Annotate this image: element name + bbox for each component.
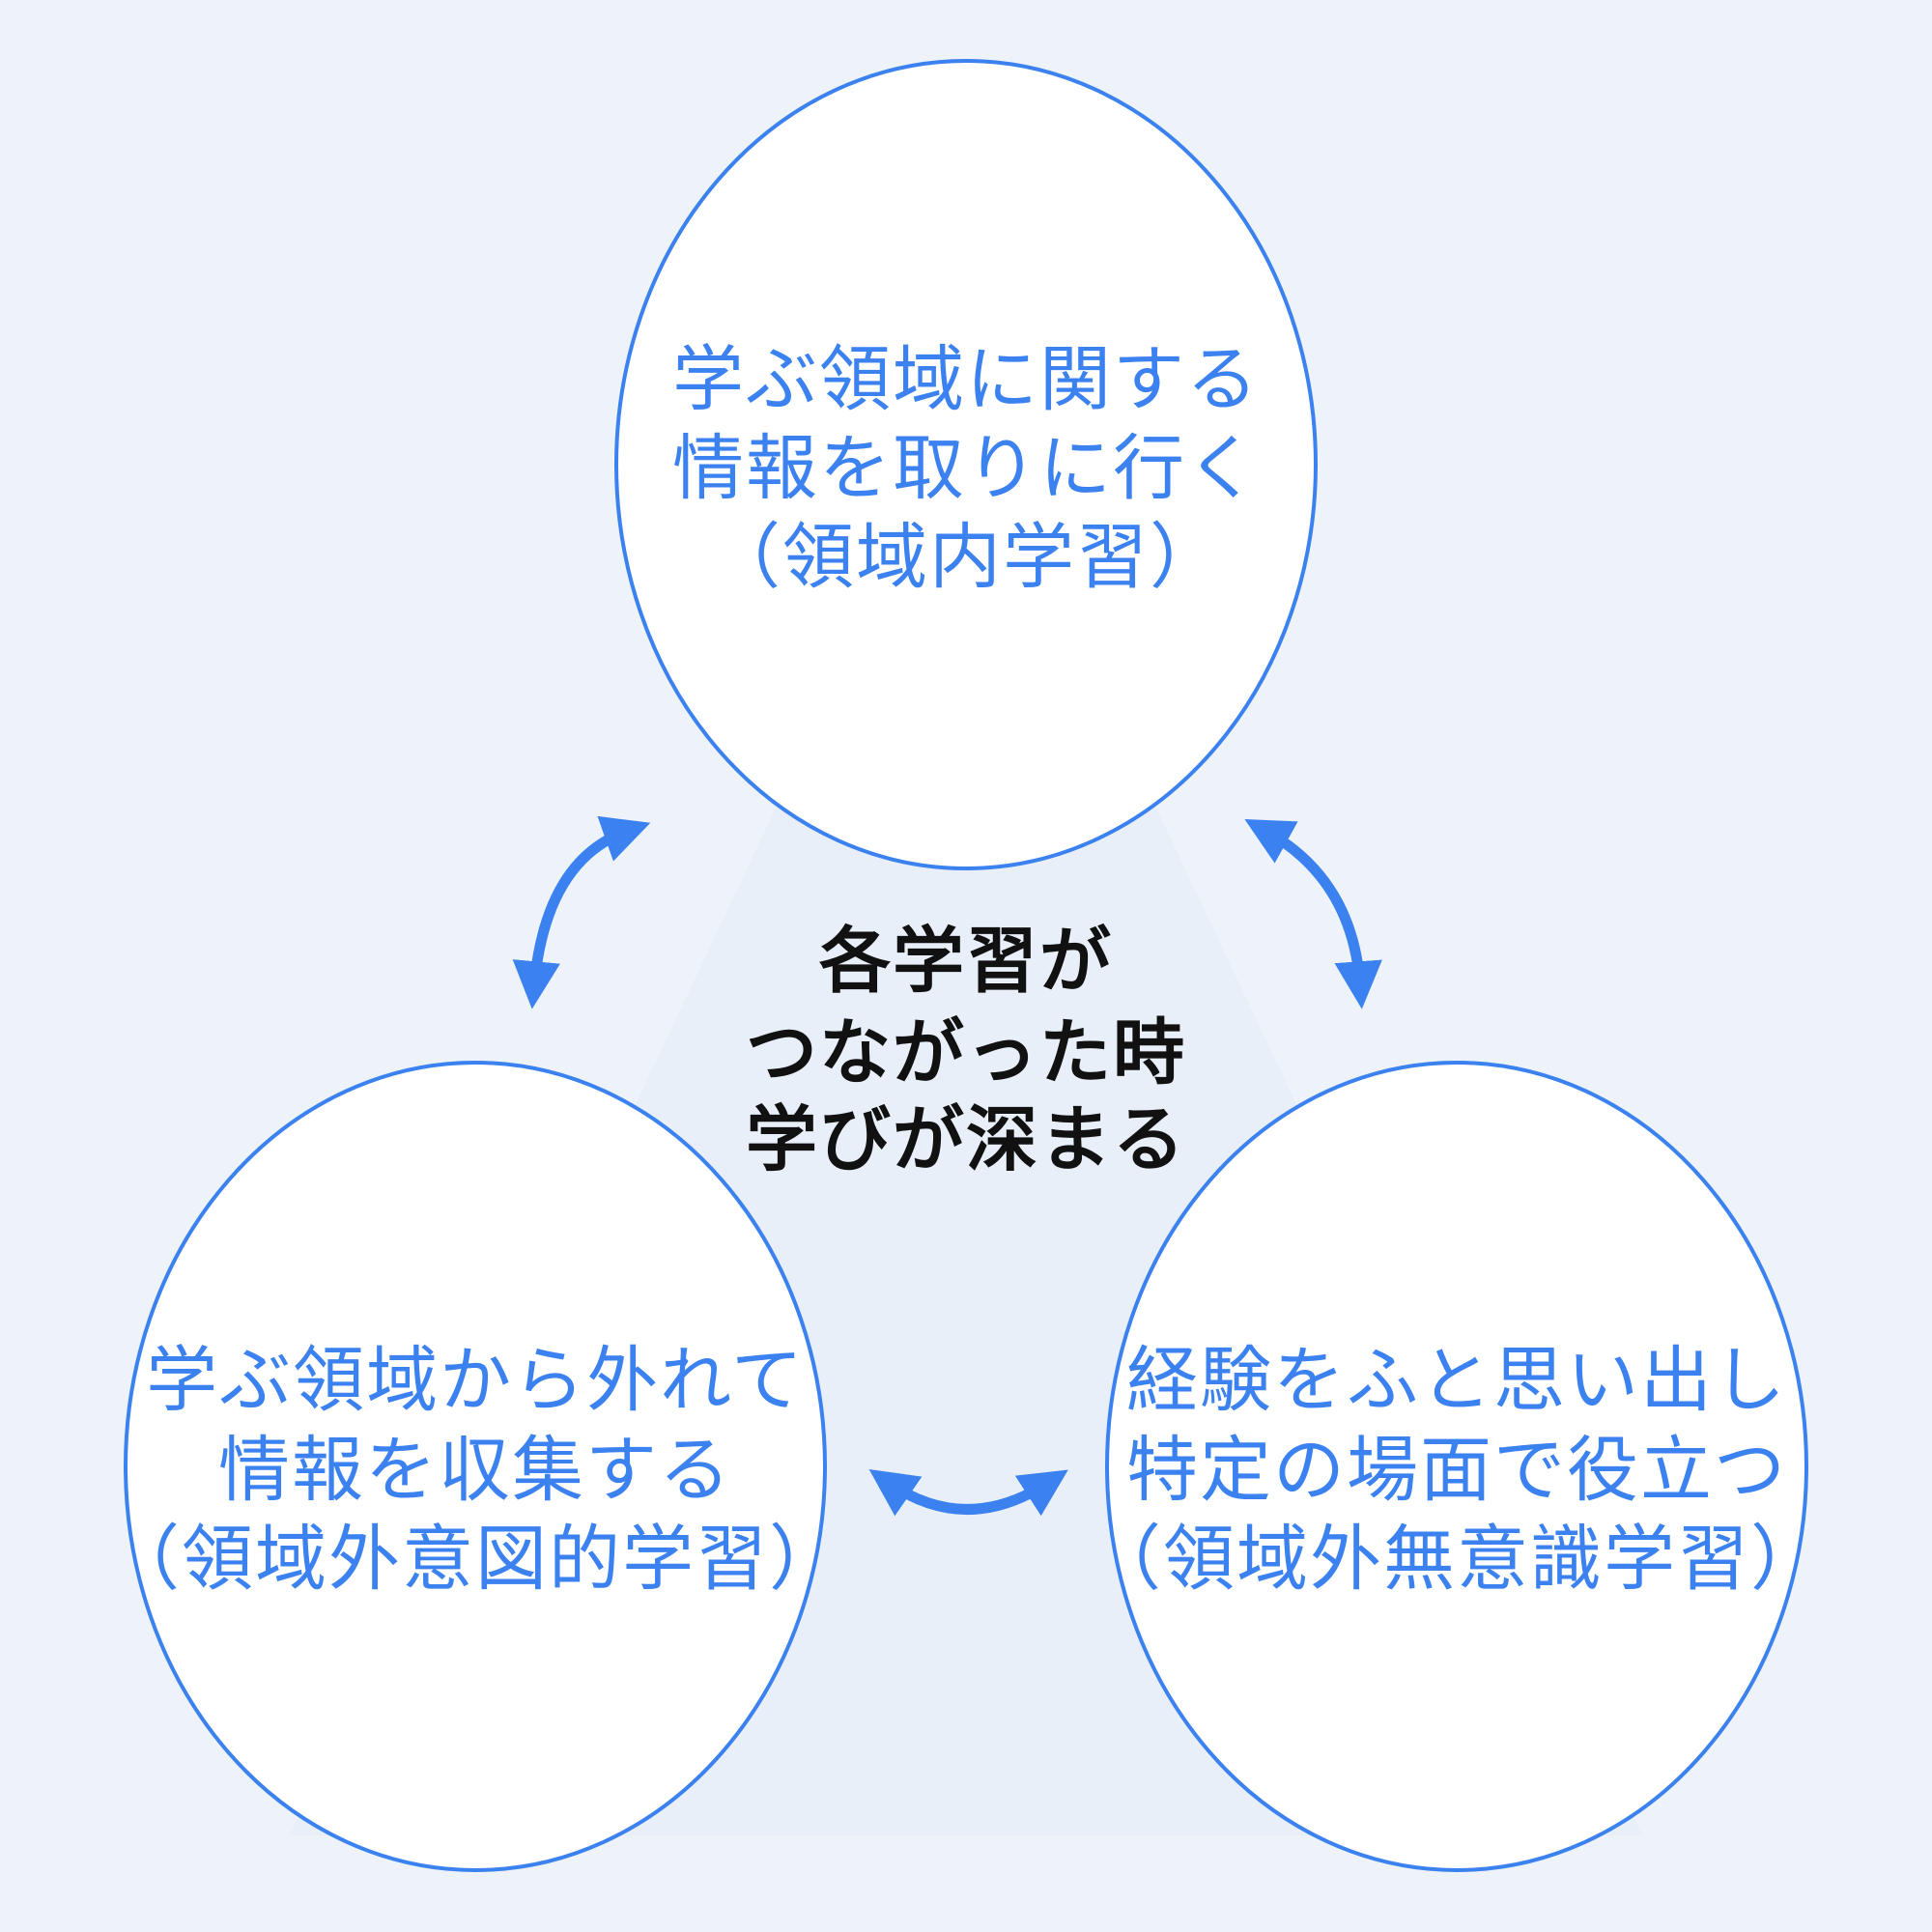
node-bottom-right-text: 経験をふと思い出し 特定の場面で役立つ （領域外無意識学習） [1090,1339,1824,1601]
node-bottom-right-line: 経験をふと思い出し [1126,1339,1787,1422]
node-bottom-left-line: 情報を収集する [218,1429,732,1512]
arrow-left-bidirectional [512,815,651,1009]
node-bottom-right-ellipse [1105,1061,1808,1872]
arrow-bottom-bidirectional [868,1468,1068,1517]
node-top-line: 情報を取りに行く [672,427,1260,510]
node-bottom-right-line: （領域外無意識学習） [1090,1518,1824,1601]
center-line: 各学習が [819,920,1113,1003]
arrow-right-bidirectional [1244,818,1382,1009]
node-top-ellipse [614,59,1318,870]
center-line: 学びが深まる [746,1098,1186,1181]
center-caption: 各学習が つながった時 学びが深まる [746,920,1186,1181]
node-bottom-right-line: 特定の場面で役立つ [1126,1429,1787,1512]
node-top-line: （領域内学習） [709,516,1223,599]
node-top-line: 学ぶ領域に関する [672,338,1260,421]
center-line: つながった時 [746,1011,1186,1094]
node-bottom-left-ellipse [124,1061,827,1872]
node-top-text: 学ぶ領域に関する 情報を取りに行く （領域内学習） [672,338,1260,599]
node-bottom-left-line: 学ぶ領域から外れて [146,1339,805,1422]
node-bottom-left-line: （領域外意図的学習） [108,1518,842,1601]
node-bottom-left-text: 学ぶ領域から外れて 情報を収集する （領域外意図的学習） [108,1339,842,1601]
